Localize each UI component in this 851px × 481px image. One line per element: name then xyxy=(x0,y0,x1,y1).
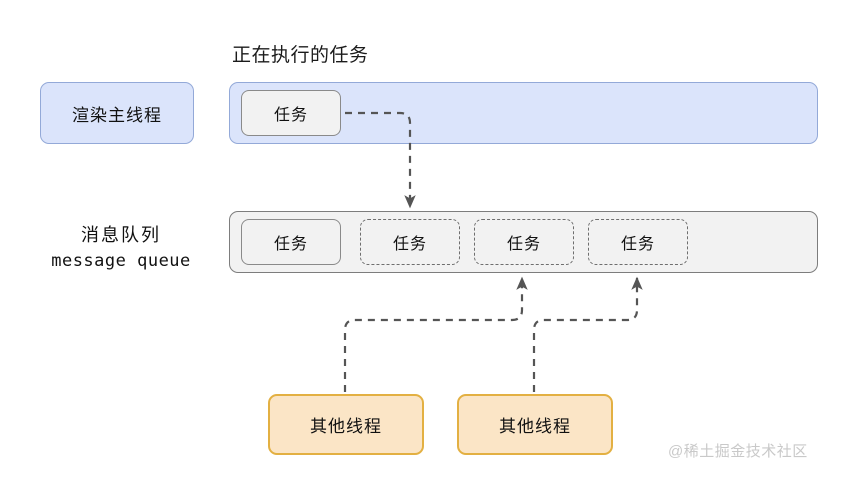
running-task-chip: 任务 xyxy=(241,90,341,136)
queue-task-chip-2: 任务 xyxy=(360,219,460,265)
section-title: 正在执行的任务 xyxy=(232,45,369,66)
message-queue-label-cn: 消息队列 xyxy=(81,225,161,245)
queue-task-chip-1: 任务 xyxy=(241,219,341,265)
queue-task-chip-4: 任务 xyxy=(588,219,688,265)
arrow-other-thread-1-to-queue xyxy=(343,276,528,392)
queue-task-label-2: 任务 xyxy=(392,236,427,253)
queue-task-label-1: 任务 xyxy=(273,236,308,253)
other-thread-label-1: 其他线程 xyxy=(310,417,382,436)
arrow-other-thread-2-to-queue xyxy=(532,276,643,392)
other-thread-label-2: 其他线程 xyxy=(499,417,571,436)
queue-task-label-4: 任务 xyxy=(620,236,655,253)
other-thread-box-2: 其他线程 xyxy=(457,394,613,455)
queue-task-chip-3: 任务 xyxy=(474,219,574,265)
render-main-thread-box: 渲染主线程 xyxy=(40,82,194,144)
message-queue-label: 消息队列 message queue xyxy=(28,222,214,274)
watermark: @稀土掘金技术社区 xyxy=(668,443,808,460)
render-main-thread-label: 渲染主线程 xyxy=(72,105,162,125)
queue-task-label-3: 任务 xyxy=(506,236,541,253)
other-thread-box-1: 其他线程 xyxy=(268,394,424,455)
message-queue-label-en: message queue xyxy=(51,251,191,271)
running-task-label: 任务 xyxy=(273,107,308,124)
